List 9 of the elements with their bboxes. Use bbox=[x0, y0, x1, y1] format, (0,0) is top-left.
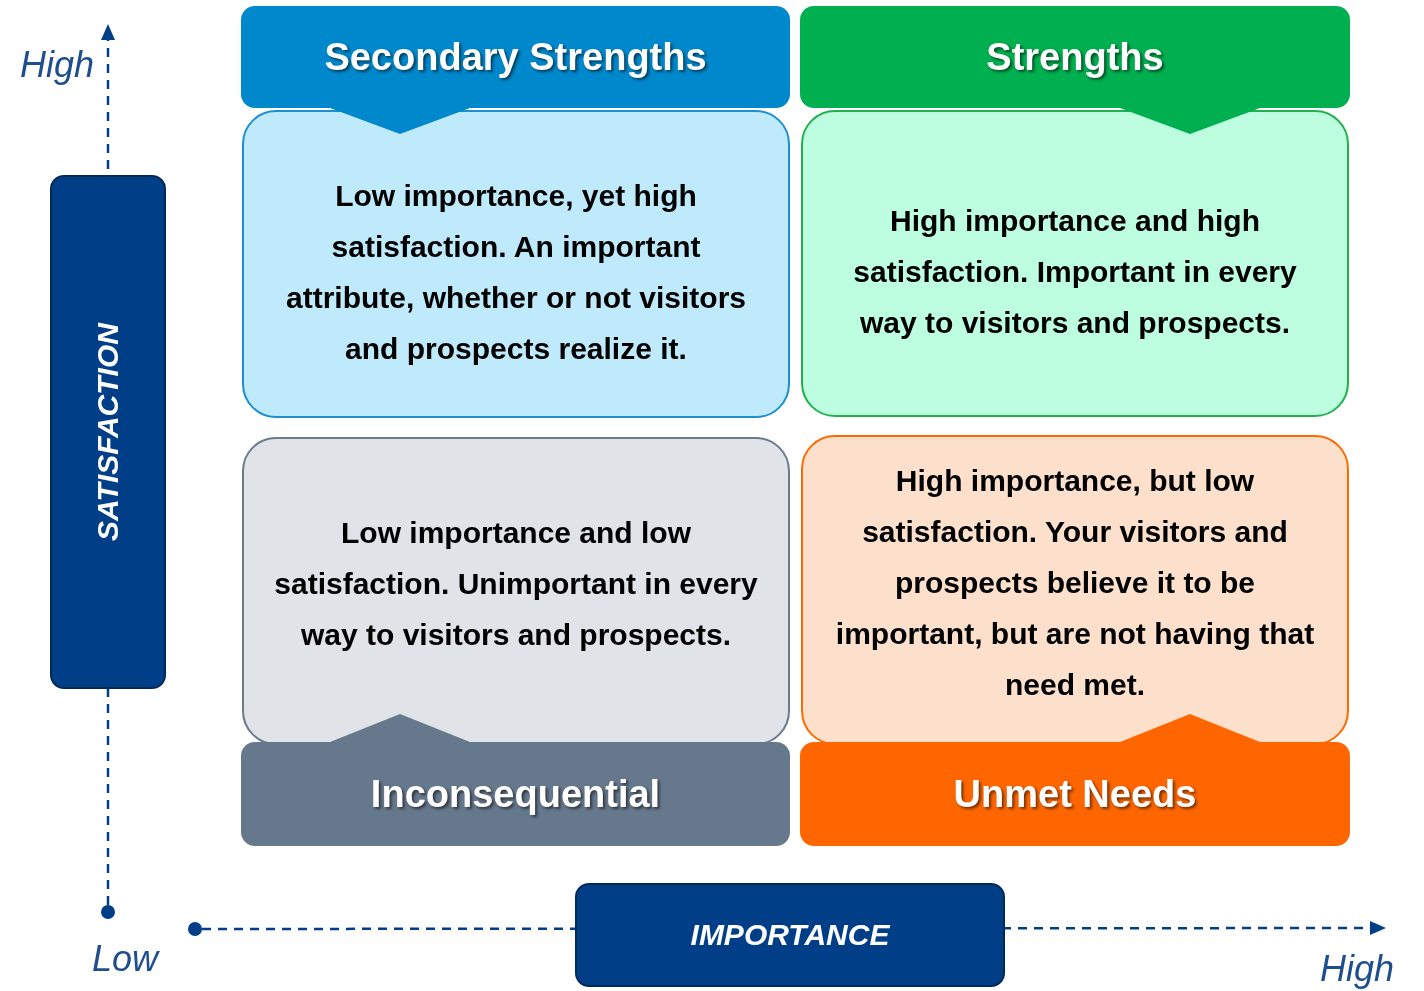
axis-label: High bbox=[1320, 948, 1395, 990]
axis-title-bar: IMPORTANCE bbox=[575, 883, 1005, 987]
axis-label: High bbox=[20, 44, 95, 86]
axis-label: Low bbox=[92, 938, 159, 980]
axis-title-bar: SATISFACTION bbox=[50, 175, 166, 689]
description-box: Low importance and low satisfaction. Unimportant in every way to visitors and prospects. bbox=[242, 437, 790, 745]
description-box: High importance, but low satisfaction. Your visitors and prospects believe it to be important, but are not having that need met. bbox=[801, 435, 1349, 745]
description-box: High importance and high satisfaction. Important in every way to visitors and prospects. bbox=[801, 110, 1349, 417]
description-box: Low importance, yet high satisfaction. An important attribute, whether or not visitors and prospects realize it. bbox=[242, 110, 790, 418]
